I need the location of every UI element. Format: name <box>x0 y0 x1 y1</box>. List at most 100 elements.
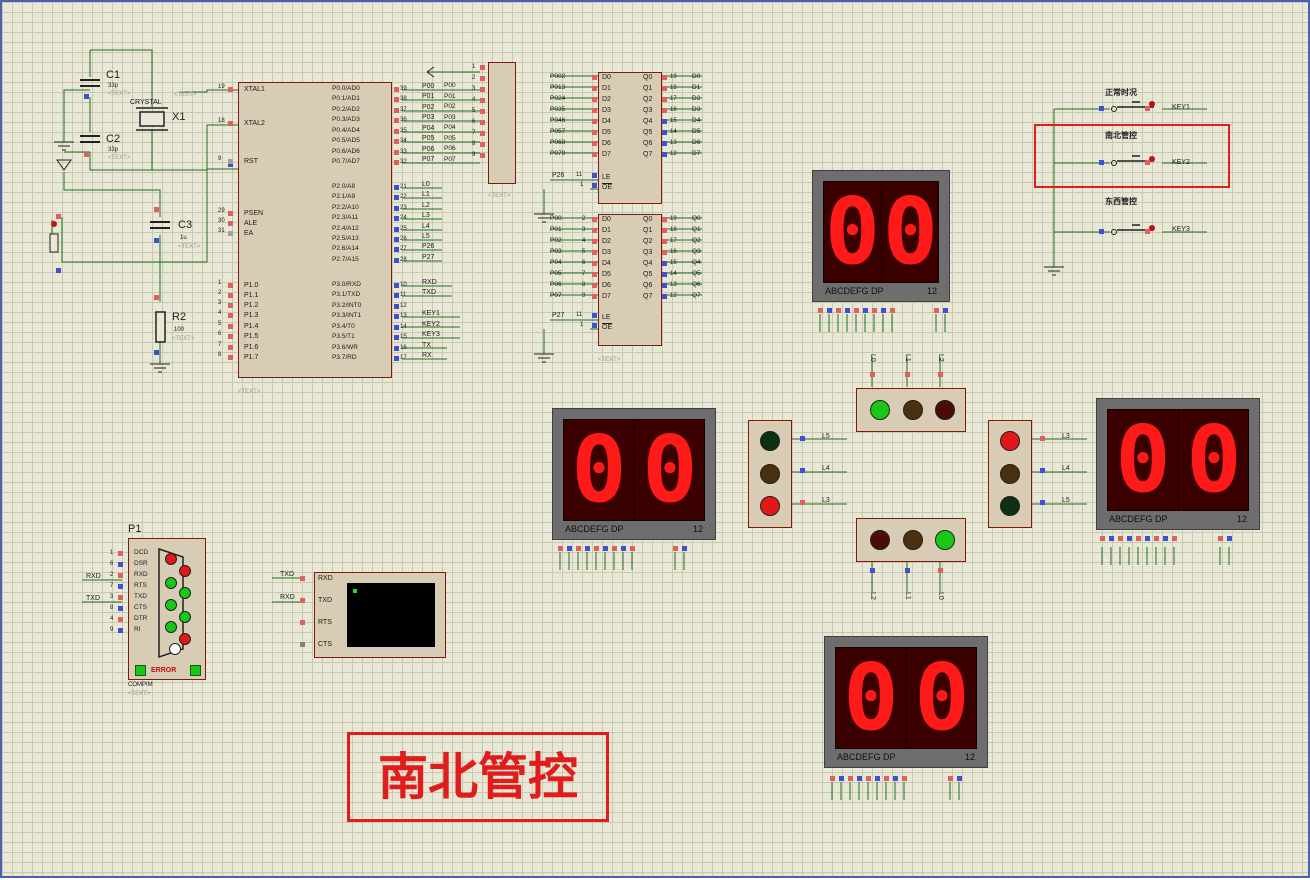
display-pin <box>567 546 572 551</box>
latch1-in-net: P046 <box>550 117 566 124</box>
c3-value: 1u <box>180 235 187 241</box>
left-digit-1: 0 <box>571 416 627 523</box>
latch1-out-num: 17 <box>670 96 677 102</box>
mcu-net-label: L4 <box>422 223 430 230</box>
mcu-right-pin <box>394 87 399 92</box>
mcu-right-pin-label: P2.0/A8 <box>332 183 356 190</box>
error-label: ERROR <box>151 667 177 674</box>
latch-ic-2[interactable] <box>598 214 662 346</box>
mcu-net-label: L1 <box>422 191 430 198</box>
traffic-light-north[interactable] <box>856 388 966 432</box>
mcu-right-pin-label: P3.6/WR <box>332 344 359 351</box>
resistor-network[interactable] <box>488 62 516 184</box>
latch2-in-pin <box>592 261 597 266</box>
com-text-tag: <TEXT> <box>128 691 151 697</box>
display-pin <box>893 776 898 781</box>
terminal-pin-label: RXD <box>318 575 333 582</box>
com-pin <box>118 551 123 556</box>
mcu-right-pin <box>394 118 399 123</box>
terminal-pin <box>300 598 305 603</box>
microcontroller-chip[interactable] <box>238 82 392 378</box>
latch2-in-label: D1 <box>602 227 611 234</box>
key2-button[interactable] <box>1110 151 1160 169</box>
mcu-right-pin-num: 11 <box>400 292 407 298</box>
mcu-right-pin <box>394 314 399 319</box>
display-pin <box>1109 536 1114 541</box>
display-pin <box>839 776 844 781</box>
latch2-out-label: Q3 <box>643 249 653 256</box>
mcu-right-pin-num: 28 <box>400 257 407 263</box>
latch2-in-net: P00 <box>550 215 562 222</box>
dcd-led <box>165 553 177 565</box>
terminal-txd-net: RXD <box>280 594 295 601</box>
mcu-text-tag: <TEXT> <box>238 389 261 395</box>
mcu-net-label: P26 <box>422 243 435 250</box>
resnet-pin <box>480 131 485 136</box>
terminal-pin-label: CTS <box>318 641 332 648</box>
blank-led <box>169 643 181 655</box>
resnet-net-label: P02 <box>444 103 456 110</box>
traffic-light-west[interactable] <box>748 420 792 528</box>
com-port[interactable]: ERROR <box>128 538 206 680</box>
latch2-in-label: D0 <box>602 216 611 223</box>
latch2-out-num: 16 <box>670 249 677 255</box>
traffic-light-east[interactable] <box>988 420 1032 528</box>
green-lamp-east <box>1000 496 1020 516</box>
display-pin <box>866 776 871 781</box>
display-pin <box>857 776 862 781</box>
latch1-out-label: Q1 <box>643 85 653 92</box>
latch2-out-num: 19 <box>670 216 677 222</box>
terminal-rxd-net: TXD <box>280 571 294 578</box>
latch1-out-num: 19 <box>670 74 677 80</box>
display-pin <box>1163 536 1168 541</box>
resnet-pin <box>480 142 485 147</box>
mcu-net-label: L2 <box>422 202 430 209</box>
red-lamp-west <box>760 496 780 516</box>
mcu-right-pin <box>394 325 399 330</box>
latch1-out-pin <box>662 152 667 157</box>
latch1-in-label: D6 <box>602 140 611 147</box>
mcu-right-pin-label: P0.7/AD7 <box>332 158 360 165</box>
mcu-right-pin <box>394 216 399 221</box>
mcu-right-pin-label: P2.5/A13 <box>332 235 359 242</box>
latch2-out-label: Q2 <box>643 238 653 245</box>
latch1-in-pin <box>592 97 597 102</box>
c1-label: C1 <box>106 69 121 81</box>
mcu-left-pin-label: ALE <box>244 220 258 227</box>
yellow-lamp-south <box>903 530 923 550</box>
x1-label: X1 <box>172 111 186 123</box>
latch2-out-net: Q5 <box>692 270 701 277</box>
mcu-right-pin <box>394 283 399 288</box>
key1-button[interactable] <box>1110 97 1160 115</box>
display-common-pin <box>1227 536 1232 541</box>
latch1-oe-pin <box>592 183 597 188</box>
mcu-net-label: P07 <box>422 156 435 163</box>
mcu-right-pin-label: P3.4/T0 <box>332 323 355 330</box>
mcu-left-pin-label: P1.5 <box>244 333 259 340</box>
terminal-pin <box>300 576 305 581</box>
resnet-pin <box>480 109 485 114</box>
latch1-out-net: D5 <box>692 128 701 135</box>
latch2-in-num: 2 <box>582 216 586 222</box>
key2-caption: 南北管控 <box>1105 131 1137 140</box>
latch2-le-label: LE <box>602 314 611 321</box>
latch2-in-pin <box>592 283 597 288</box>
green-lamp-south <box>935 530 955 550</box>
traffic-light-south[interactable] <box>856 518 966 562</box>
com-pin-label: CTS <box>134 604 147 611</box>
latch-ic-1[interactable] <box>598 72 662 204</box>
mcu-left-pin-label: EA <box>244 230 254 237</box>
mcu-net-label: TXD <box>422 289 436 296</box>
key3-button[interactable] <box>1110 220 1160 238</box>
key3-label: KEY3 <box>1172 226 1190 233</box>
mcu-left-pin-num: 2 <box>218 290 222 296</box>
virtual-terminal[interactable] <box>314 572 446 658</box>
mcu-left-pin-label: P1.4 <box>244 323 259 330</box>
mcu-left-pin-label: P1.6 <box>244 344 259 351</box>
